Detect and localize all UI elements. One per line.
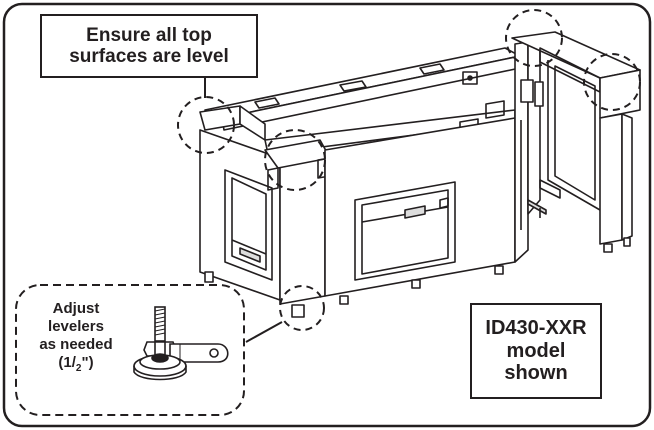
leveler-line-3: as needed [39, 336, 113, 353]
leveler-callout-text: Adjust levelers as needed (1/2") [20, 300, 132, 375]
threaded-stud [154, 306, 166, 342]
model-number: ID430-XXR [485, 317, 587, 340]
level-check-markers [177, 9, 641, 331]
leveler-leader [245, 321, 283, 343]
level-marker-right-corner [583, 53, 641, 111]
level-callout-line-1: Ensure all top [86, 24, 212, 46]
cabinet-illustration [199, 31, 641, 318]
bracket [462, 71, 478, 85]
level-surfaces-callout: Ensure all top surfaces are level [40, 14, 258, 78]
leveler-detail-box [15, 284, 245, 416]
leveler-foot-detail [133, 306, 229, 381]
leveler-foot-marker [279, 285, 325, 331]
leveler-fraction-denominator: 2 [75, 363, 82, 374]
right-corner-post [599, 113, 623, 245]
leveler-line-1: Adjust [52, 300, 100, 317]
leveler-line-2: levelers [48, 318, 104, 335]
front-opening [354, 181, 456, 281]
model-line-3: shown [504, 362, 568, 385]
model-line-2: model [506, 339, 566, 362]
leveler-fraction-open: (1/ [58, 354, 76, 371]
leveler-line-4: (1/2") [20, 354, 132, 375]
model-callout: ID430-XXR model shown [470, 303, 602, 399]
level-callout-line-2: surfaces are level [69, 46, 229, 67]
leveler-fraction-close: ") [81, 354, 94, 371]
level-marker-rear-corner [505, 9, 563, 67]
level-marker-center-front [264, 129, 326, 191]
latch-bracket [520, 79, 534, 103]
level-marker-left-front [177, 96, 235, 154]
